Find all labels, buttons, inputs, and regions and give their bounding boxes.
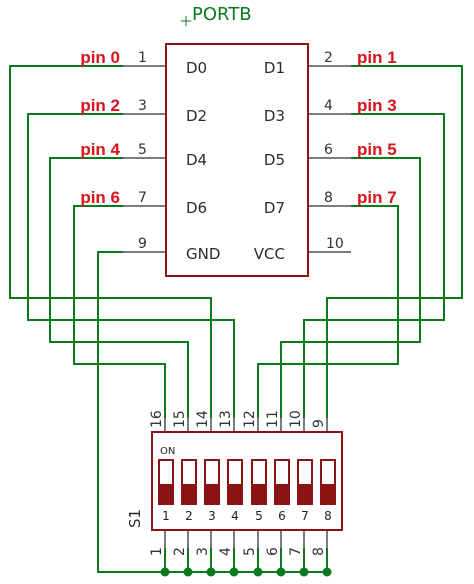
switch-bottom-pin-number: 3: [195, 547, 211, 556]
switch-number: 6: [278, 509, 286, 523]
switch-bottom-pin-number: 2: [172, 547, 188, 556]
toggle-7: [297, 459, 313, 505]
wire-pin3: [303, 113, 445, 418]
pin-name-d1: D1: [264, 59, 285, 77]
pin-name-gnd: GND: [186, 245, 220, 263]
switch-bottom-pin-number: 4: [218, 547, 234, 556]
pin-number: 9: [138, 236, 147, 252]
switch-bottom-pin-number: 1: [149, 547, 165, 556]
net-label-pin6: pin 6: [80, 188, 120, 207]
wire-pin4: [49, 157, 189, 418]
toggle-8: [320, 459, 336, 505]
pin-number: 1: [138, 50, 147, 66]
switch-number: 5: [255, 509, 263, 523]
switch-top-pin-number: 15: [172, 410, 188, 428]
wires: [9, 65, 463, 573]
switch-bottom-pin-number: 7: [288, 547, 304, 556]
wire-pin0: [9, 65, 212, 418]
pin-name-d2: D2: [186, 107, 207, 125]
port-origin-marker: [181, 16, 191, 26]
toggle-2: [181, 459, 197, 505]
switch-top-pin-number: 9: [311, 419, 327, 428]
switch-number: 3: [208, 509, 216, 523]
net-label-pin2: pin 2: [80, 96, 120, 115]
junction-dot: [183, 567, 193, 577]
switch-number: 8: [324, 509, 332, 523]
toggle-3: [204, 459, 220, 505]
junction-dot: [160, 567, 170, 577]
switch-number: 1: [162, 509, 170, 523]
pin-number: 3: [138, 98, 147, 114]
switch-on-label: ON: [160, 446, 175, 457]
portb-chip: D0 D2 D4 D6 GND D1 D3 D5 D7 VCC 1 3 5 7 …: [123, 43, 351, 277]
junction-dot: [276, 567, 286, 577]
dip-switch: ON 1 2 3 4 5 6 7 8 S1: [126, 418, 343, 548]
net-label-pin5: pin 5: [357, 140, 397, 159]
pin-name-d4: D4: [186, 151, 207, 169]
wire-pin1: [326, 65, 463, 418]
wire-pin6: [73, 205, 166, 418]
toggle-6: [274, 459, 290, 505]
junction-dot: [253, 567, 263, 577]
switch-bottom-pin-number: 8: [311, 547, 327, 556]
pin-number: 6: [324, 142, 333, 158]
switch-number: 2: [185, 509, 193, 523]
junction-dot: [229, 567, 239, 577]
pin-name-d6: D6: [186, 199, 207, 217]
port-name: PORTB: [192, 4, 252, 25]
switch-bottom-pin-numbers: 1 2 3 4 5 6 7 8: [149, 547, 327, 556]
wire-pin5: [280, 157, 421, 418]
pin-number: 2: [324, 50, 333, 66]
switch-number: 7: [301, 509, 309, 523]
net-label-pin7: pin 7: [357, 188, 397, 207]
switch-top-pin-number: 16: [149, 410, 165, 428]
toggle-4: [227, 459, 243, 505]
pin-number: 8: [324, 190, 333, 206]
chip-body: [165, 43, 309, 277]
junction-dots: [160, 567, 332, 577]
net-label-pin3: pin 3: [357, 96, 397, 115]
switch-top-pin-number: 14: [195, 410, 211, 428]
pin-name-d0: D0: [186, 59, 207, 77]
junction-dot: [206, 567, 216, 577]
net-labels: pin 0 pin 2 pin 4 pin 6 pin 1 pin 3 pin …: [80, 48, 396, 207]
net-label-pin1: pin 1: [357, 48, 397, 67]
pin-name-d5: D5: [264, 151, 285, 169]
net-label-pin4: pin 4: [80, 140, 120, 159]
pin-number: 7: [138, 190, 147, 206]
pin-name-d7: D7: [264, 199, 285, 217]
switch-top-pin-number: 12: [242, 410, 258, 428]
switch-top-pin-number: 10: [288, 410, 304, 428]
switch-top-pin-number: 13: [218, 410, 234, 428]
junction-dot: [299, 567, 309, 577]
net-label-pin0: pin 0: [80, 48, 120, 67]
switch-top-pin-numbers: 16 15 14 13 12 11 10 9: [149, 410, 327, 428]
switch-bottom-pin-number: 6: [265, 547, 281, 556]
wire-pin7: [257, 205, 399, 418]
toggle-1: [158, 459, 174, 505]
pin-number: 4: [324, 98, 333, 114]
pin-name-vcc: VCC: [254, 245, 285, 263]
pin-name-d3: D3: [264, 107, 285, 125]
wire-pin2: [27, 113, 235, 418]
toggle-5: [251, 459, 267, 505]
switch-number: 4: [231, 509, 239, 523]
switch-toggles: [158, 459, 336, 505]
switch-body: [151, 431, 343, 531]
switch-top-pin-number: 11: [265, 410, 281, 428]
switch-bottom-pin-number: 5: [242, 547, 258, 556]
pin-number: 10: [326, 236, 344, 252]
switch-name: S1: [126, 509, 144, 528]
junction-dot: [322, 567, 332, 577]
pin-number: 5: [138, 142, 147, 158]
